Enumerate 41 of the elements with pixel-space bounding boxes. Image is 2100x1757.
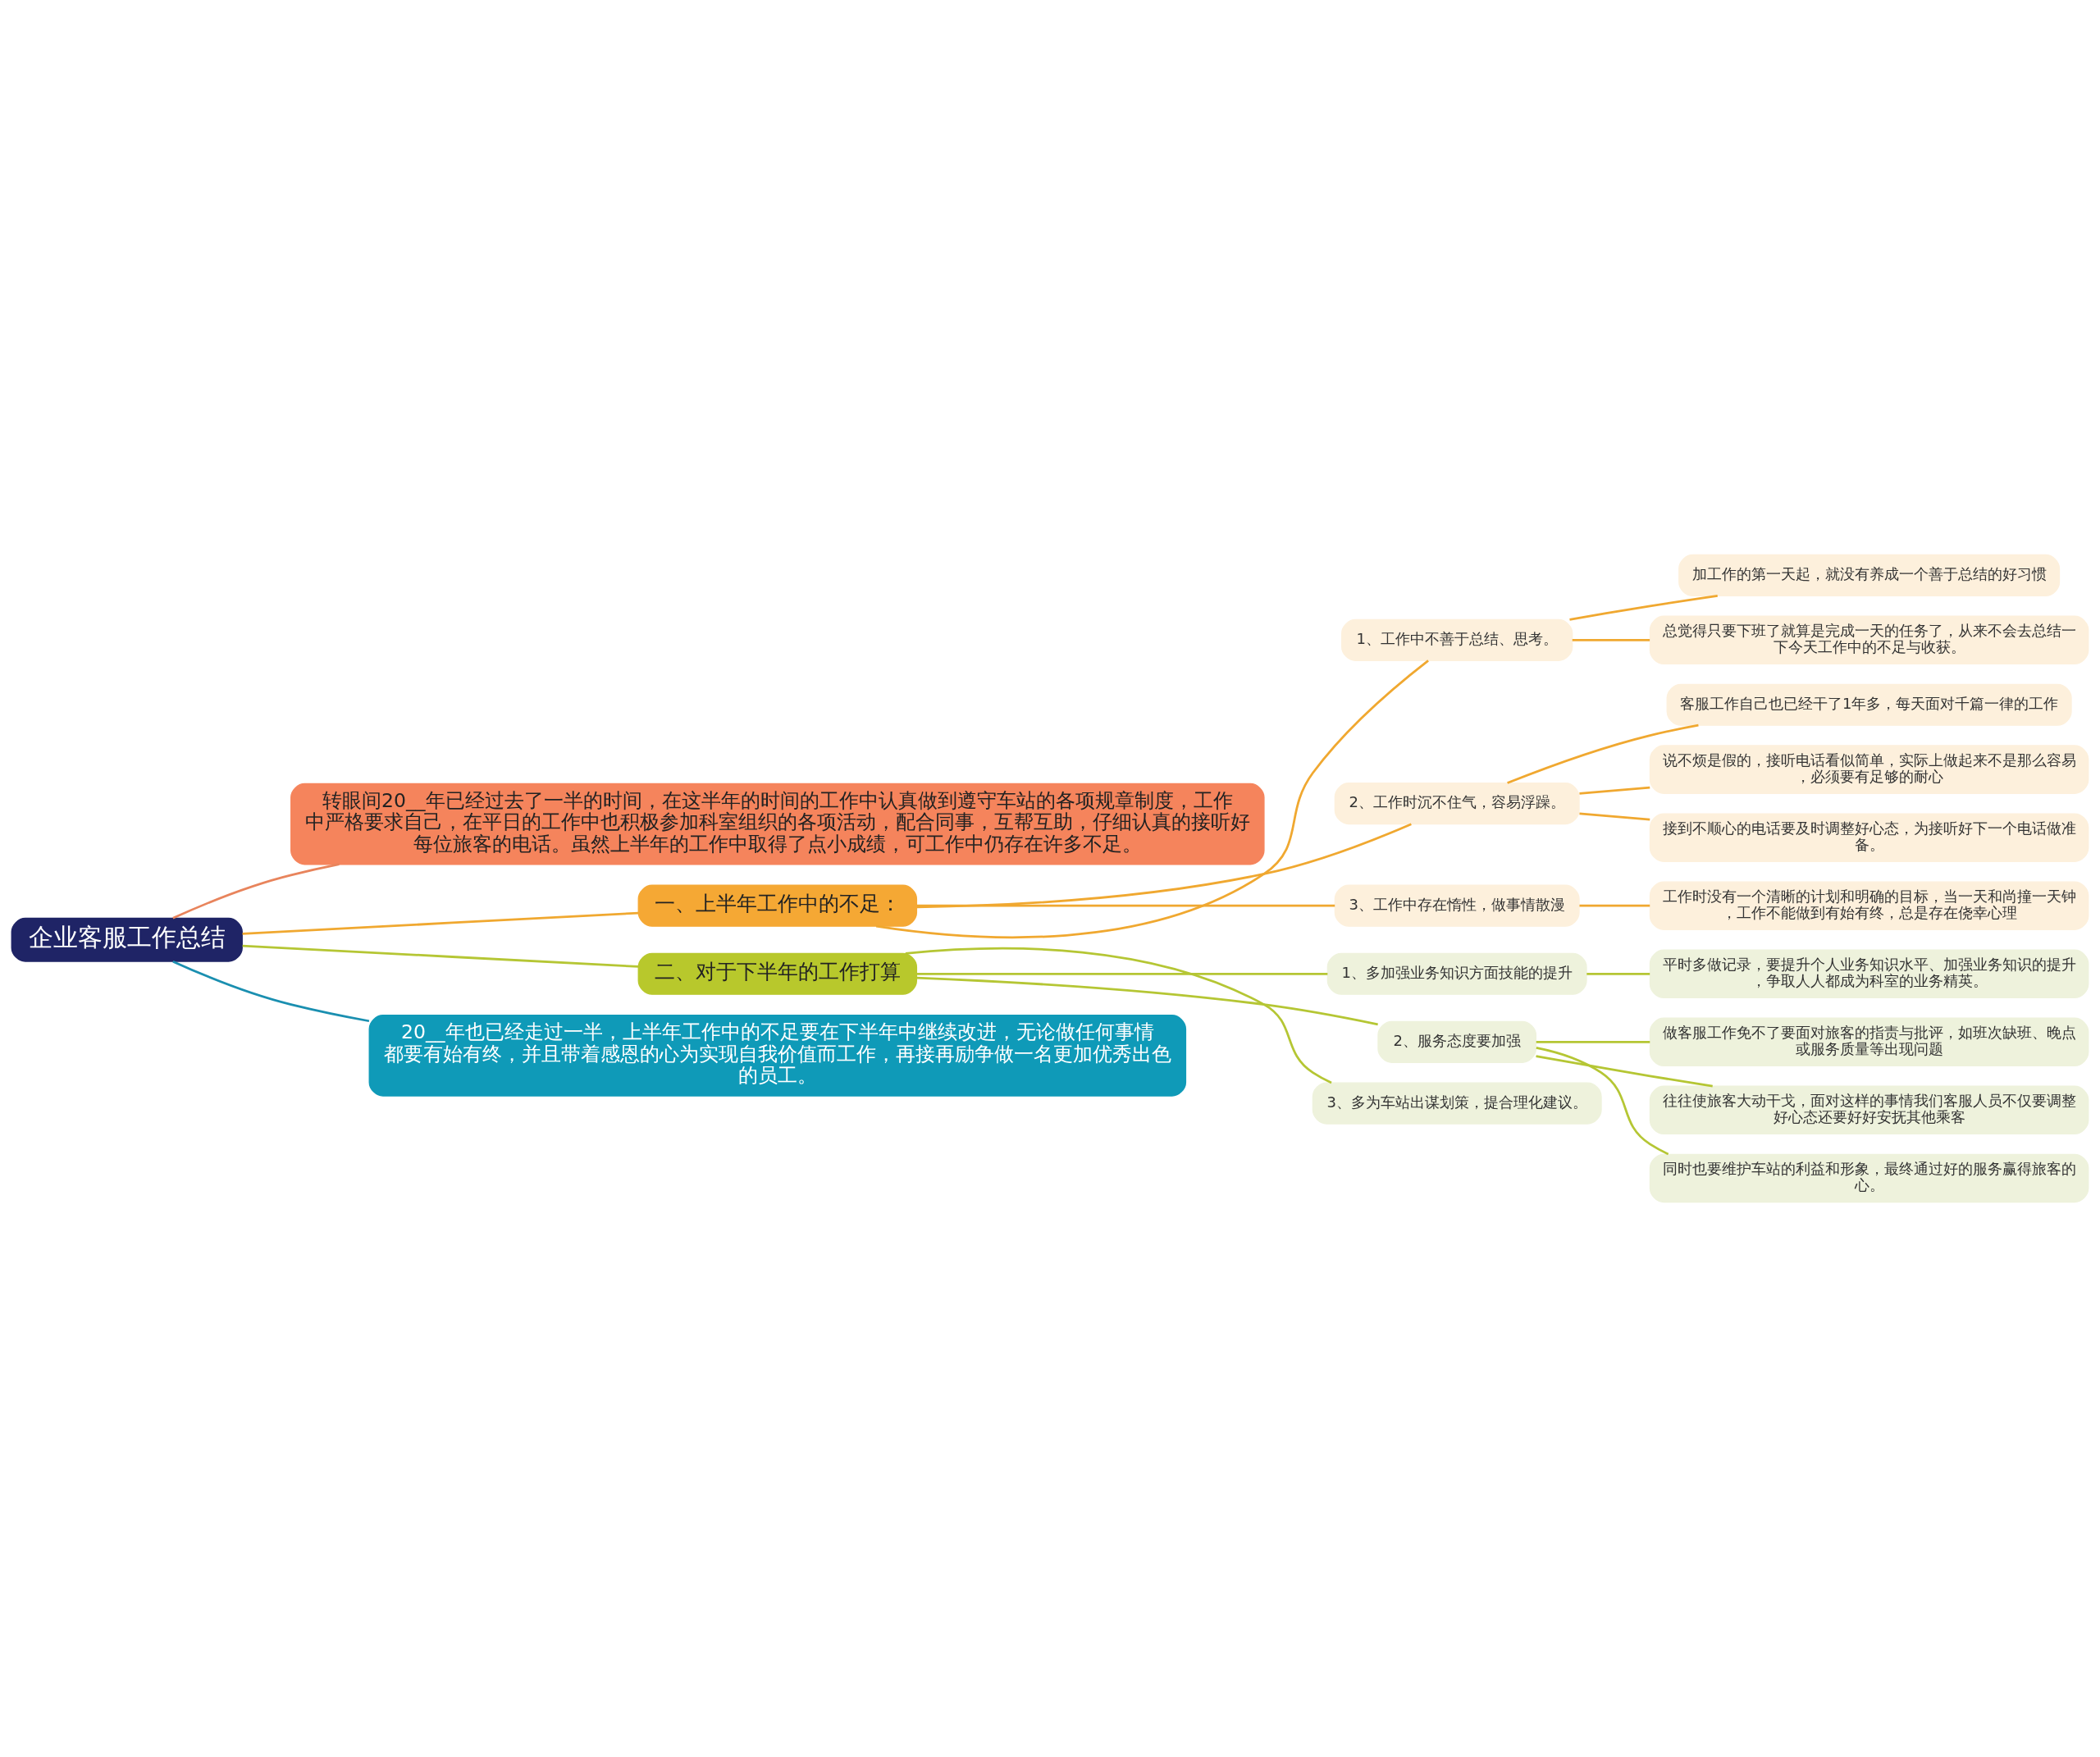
node-box: 企业客服工作总结 bbox=[11, 917, 243, 962]
connector bbox=[916, 976, 1378, 1026]
connector bbox=[916, 904, 1335, 907]
node-box: 平时多做记录，要提升个人业务知识水平、加强业务知识的提升，争取人人都成为科室的业务精英。 bbox=[1649, 949, 2089, 998]
connector bbox=[905, 947, 1332, 1084]
connector bbox=[1536, 1047, 1669, 1156]
connector bbox=[1586, 972, 1650, 975]
connector bbox=[172, 960, 370, 1023]
connector bbox=[172, 863, 340, 920]
node-box: 总觉得只要下班了就算是完成一天的任务了，从来不会去总结一下今天工作中的不足与收获。 bbox=[1649, 615, 2089, 665]
node-box: 转眼间20__年已经过去了一半的时间，在这半年的时间的工作中认真做到遵守车站的各项规章制度，工作中严格要求自己，在平日的工作中也积极参加科室组织的各项活动，配合同事，互帮互助，仔细认真的接听好每位旅客的电话。虽然上半年的工作中取得了点小成绩，可工作中仍存在许多不足。 bbox=[290, 783, 1265, 865]
node-box: 3、工作中存在惰性，做事情散漫 bbox=[1334, 884, 1580, 927]
node-box: 做客服工作免不了要面对旅客的指责与批评，如班次缺班、晚点或服务质量等出现问题 bbox=[1649, 1017, 2089, 1067]
connector bbox=[242, 944, 639, 968]
connector bbox=[1507, 723, 1699, 784]
node-box: 1、工作中不善于总结、思考。 bbox=[1341, 618, 1573, 661]
connector bbox=[1579, 904, 1650, 907]
node-box: 2、服务态度要加强 bbox=[1377, 1020, 1537, 1063]
connector bbox=[1536, 1040, 1650, 1043]
connector bbox=[916, 823, 1412, 909]
node-box: 二、对于下半年的工作打算 bbox=[637, 952, 918, 995]
node-box: 接到不顺心的电话要及时调整好心态，为接听好下一个电话做准备。 bbox=[1649, 813, 2089, 862]
node-box: 往往使旅客大动干戈，面对这样的事情我们客服人员不仅要调整好心态还要好好安抚其他乘客 bbox=[1649, 1085, 2089, 1135]
connector bbox=[1572, 638, 1650, 641]
node-box: 加工作的第一天起，就没有养成一个善于总结的好习惯 bbox=[1678, 554, 2061, 597]
node-box: 一、上半年工作中的不足： bbox=[637, 884, 918, 927]
node-box: 1、多加强业务知识方面技能的提升 bbox=[1326, 952, 1587, 995]
node-box: 20__年也已经走过一半，上半年工作中的不足要在下半年中继续改进，无论做任何事情都要有始有终，并且带着感恩的心为实现自我价值而工作，再接再励争做一名更加优秀出色的员工。 bbox=[368, 1015, 1187, 1097]
node-box: 2、工作时沉不住气，容易浮躁。 bbox=[1334, 783, 1580, 825]
connector bbox=[1579, 786, 1650, 795]
connector bbox=[875, 659, 1429, 938]
connector bbox=[242, 911, 639, 935]
node-box: 同时也要维护车站的利益和形象，最终通过好的服务赢得旅客的心。 bbox=[1649, 1153, 2089, 1203]
connector bbox=[1536, 1055, 1713, 1088]
node-box: 客服工作自己也已经干了1年多，每天面对千篇一律的工作 bbox=[1666, 683, 2072, 726]
node-box: 3、多为车站出谋划策，提合理化建议。 bbox=[1312, 1082, 1602, 1125]
connector bbox=[916, 972, 1328, 975]
connector bbox=[1569, 595, 1718, 621]
connector bbox=[1579, 812, 1650, 821]
node-box: 说不烦是假的，接听电话看似简单，实际上做起来不是那么容易，必须要有足够的耐心 bbox=[1649, 745, 2089, 794]
node-box: 工作时没有一个清晰的计划和明确的目标，当一天和尚撞一天钟，工作不能做到有始有终，总是存在侥幸心理 bbox=[1649, 881, 2089, 930]
